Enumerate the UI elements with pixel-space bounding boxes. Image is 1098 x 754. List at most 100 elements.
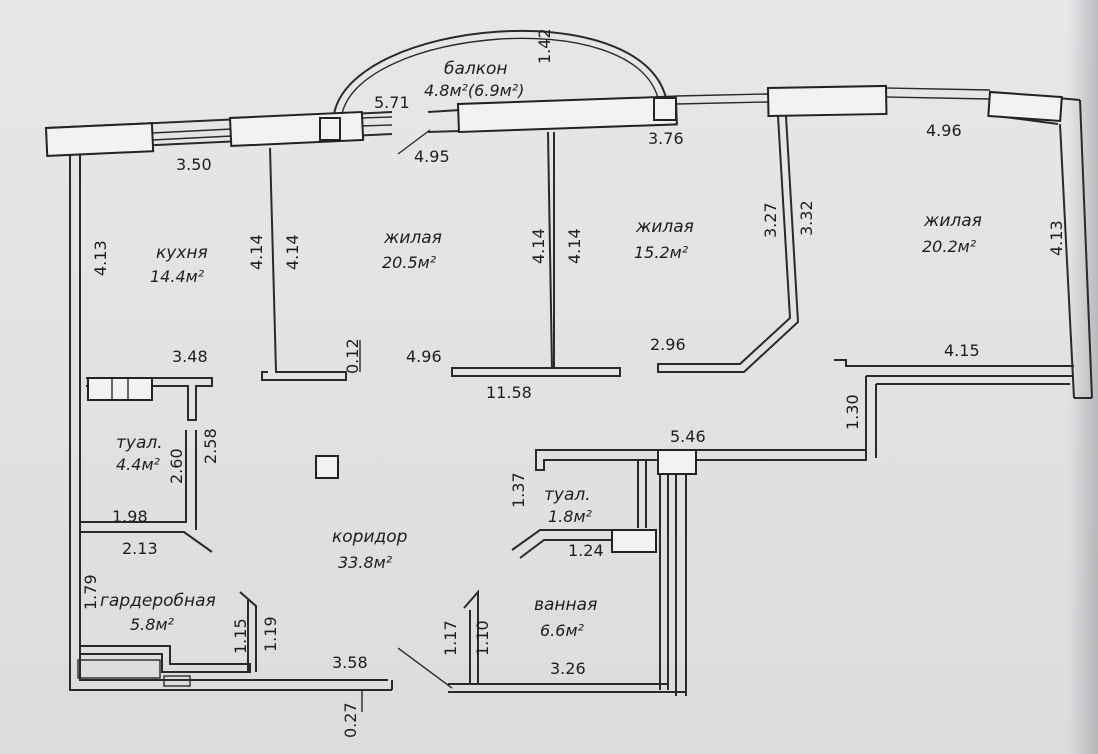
toilet2-area: 1.8м² xyxy=(548,507,593,526)
wardrobe-shelf xyxy=(77,659,161,679)
dim-571: 5.71 xyxy=(374,93,410,112)
corridor-top-right-wall xyxy=(535,449,867,471)
window-balcony-left-2 xyxy=(359,124,393,127)
room-labels: балкон 4.8м²(6.9м²) кухня 14.4м² жилая 2… xyxy=(100,59,982,640)
living1-name: жилая xyxy=(383,228,442,248)
window-balcony-left xyxy=(359,116,393,119)
toilet2-right-wall xyxy=(637,460,647,528)
dim-027: 0.27 xyxy=(341,702,360,738)
dim-198: 1.98 xyxy=(112,507,148,526)
pillar-balcony-right xyxy=(456,95,678,134)
dim-110: 1.10 xyxy=(473,620,492,656)
dim-260: 2.60 xyxy=(167,448,186,484)
partition-living2-living3 xyxy=(657,115,800,373)
dim-119: 1.19 xyxy=(261,616,280,652)
dim-348: 3.48 xyxy=(172,347,208,366)
dim-142: 1.42 xyxy=(535,28,554,64)
wardrobe-area: 5.8м² xyxy=(130,615,175,634)
living3-bottom-wall xyxy=(834,359,1074,460)
bathroom-left-wall xyxy=(463,589,479,684)
window-kitchen xyxy=(151,128,233,134)
dim-496-mid: 4.96 xyxy=(406,347,442,366)
kitchen-area: 14.4м² xyxy=(150,267,205,286)
dimension-labels: 5.71 4.95 3.76 4.96 3.50 4.96 11.58 2.96… xyxy=(112,93,980,678)
dim-414-d: 4.14 xyxy=(565,228,584,264)
partition-bottom-living2 xyxy=(451,367,621,377)
wardrobe-right-wall xyxy=(239,591,257,672)
dim-130: 1.30 xyxy=(843,394,862,430)
bathroom-bottom-wall xyxy=(448,683,687,696)
corridor-area: 33.8м² xyxy=(338,553,393,572)
vent-shaft-2 xyxy=(653,97,677,121)
pillar-top-left xyxy=(44,122,155,158)
dim-376: 3.76 xyxy=(648,129,684,148)
window-room3-inner xyxy=(885,96,991,100)
dim-414-b: 4.14 xyxy=(283,234,302,270)
left-and-bottom-outer-wall xyxy=(69,150,392,691)
living3-area: 20.2м² xyxy=(922,237,977,256)
bathroom-area: 6.6м² xyxy=(540,621,585,640)
pillars xyxy=(44,84,1063,553)
living3-name: жилая xyxy=(923,211,982,231)
pillar-top-right xyxy=(766,84,888,118)
wardrobe-name: гардеробная xyxy=(100,591,216,611)
dim-350: 3.50 xyxy=(176,155,212,174)
balcony-name: балкон xyxy=(444,59,508,79)
partition-living1-living2 xyxy=(547,131,555,369)
corridor-name: коридор xyxy=(332,527,408,547)
kitchen-name: кухня xyxy=(156,243,208,263)
vent-shaft-3 xyxy=(657,449,697,475)
dim-546: 5.46 xyxy=(670,427,706,446)
dim-213: 2.13 xyxy=(122,539,158,558)
balcony-area: 4.8м²(6.9м²) xyxy=(424,81,524,100)
window-room2-inner xyxy=(675,101,769,105)
dim-124: 1.24 xyxy=(568,541,604,560)
living2-area: 15.2м² xyxy=(634,243,689,262)
dim-358: 3.58 xyxy=(332,653,368,672)
dim-327: 3.27 xyxy=(761,202,780,238)
walls xyxy=(47,29,1093,712)
dim-258: 2.58 xyxy=(201,428,220,464)
vent-shaft-1 xyxy=(319,117,341,141)
balcony-door-swing xyxy=(397,129,431,155)
living2-name: жилая xyxy=(635,217,694,237)
toilet1-area: 4.4м² xyxy=(116,455,161,474)
dimension-labels-vertical: 1.42 4.13 4.14 4.14 4.14 4.14 3.27 3.32 … xyxy=(81,28,1066,738)
right-outer-wall xyxy=(1059,99,1093,399)
dim-117: 1.17 xyxy=(441,620,460,656)
dim-1158: 11.58 xyxy=(486,383,532,402)
pillar-corner-right xyxy=(987,90,1063,123)
bathroom-name: ванная xyxy=(534,595,597,615)
dim-137: 1.37 xyxy=(509,472,528,508)
toilet1-name: туал. xyxy=(116,433,163,453)
dim-115: 1.15 xyxy=(231,618,250,654)
dim-414-c: 4.14 xyxy=(529,228,548,264)
dim-413-right: 4.13 xyxy=(1047,220,1066,256)
window-room3 xyxy=(885,87,991,91)
bathroom-right-wall xyxy=(659,470,687,696)
dim-012: 0.12 xyxy=(343,338,362,374)
dim-332: 3.32 xyxy=(797,200,816,236)
dim-326: 3.26 xyxy=(550,659,586,678)
window-kitchen-inner xyxy=(151,135,233,141)
top-wall-door-stub xyxy=(427,109,461,133)
balcony-arc-inner xyxy=(341,37,659,115)
partition-kitchen-living1 xyxy=(261,147,347,381)
balcony-arc-outer xyxy=(333,29,667,115)
dim-414-a: 4.14 xyxy=(247,234,266,270)
dim-179: 1.79 xyxy=(81,574,100,610)
toilet2-name: туал. xyxy=(544,485,591,505)
wardrobe-bottom-inner-wall xyxy=(80,645,251,673)
vent-shaft-4 xyxy=(611,529,657,553)
dim-413-left: 4.13 xyxy=(91,240,110,276)
pillar-top-mid xyxy=(228,110,365,148)
pillar-toilet1 xyxy=(87,377,153,401)
wardrobe-vent xyxy=(163,675,191,687)
corridor-column xyxy=(315,455,339,479)
dim-415: 4.15 xyxy=(944,341,980,360)
dim-495: 4.95 xyxy=(414,147,450,166)
bathroom-door-swing xyxy=(397,647,453,689)
living1-area: 20.5м² xyxy=(382,253,437,272)
